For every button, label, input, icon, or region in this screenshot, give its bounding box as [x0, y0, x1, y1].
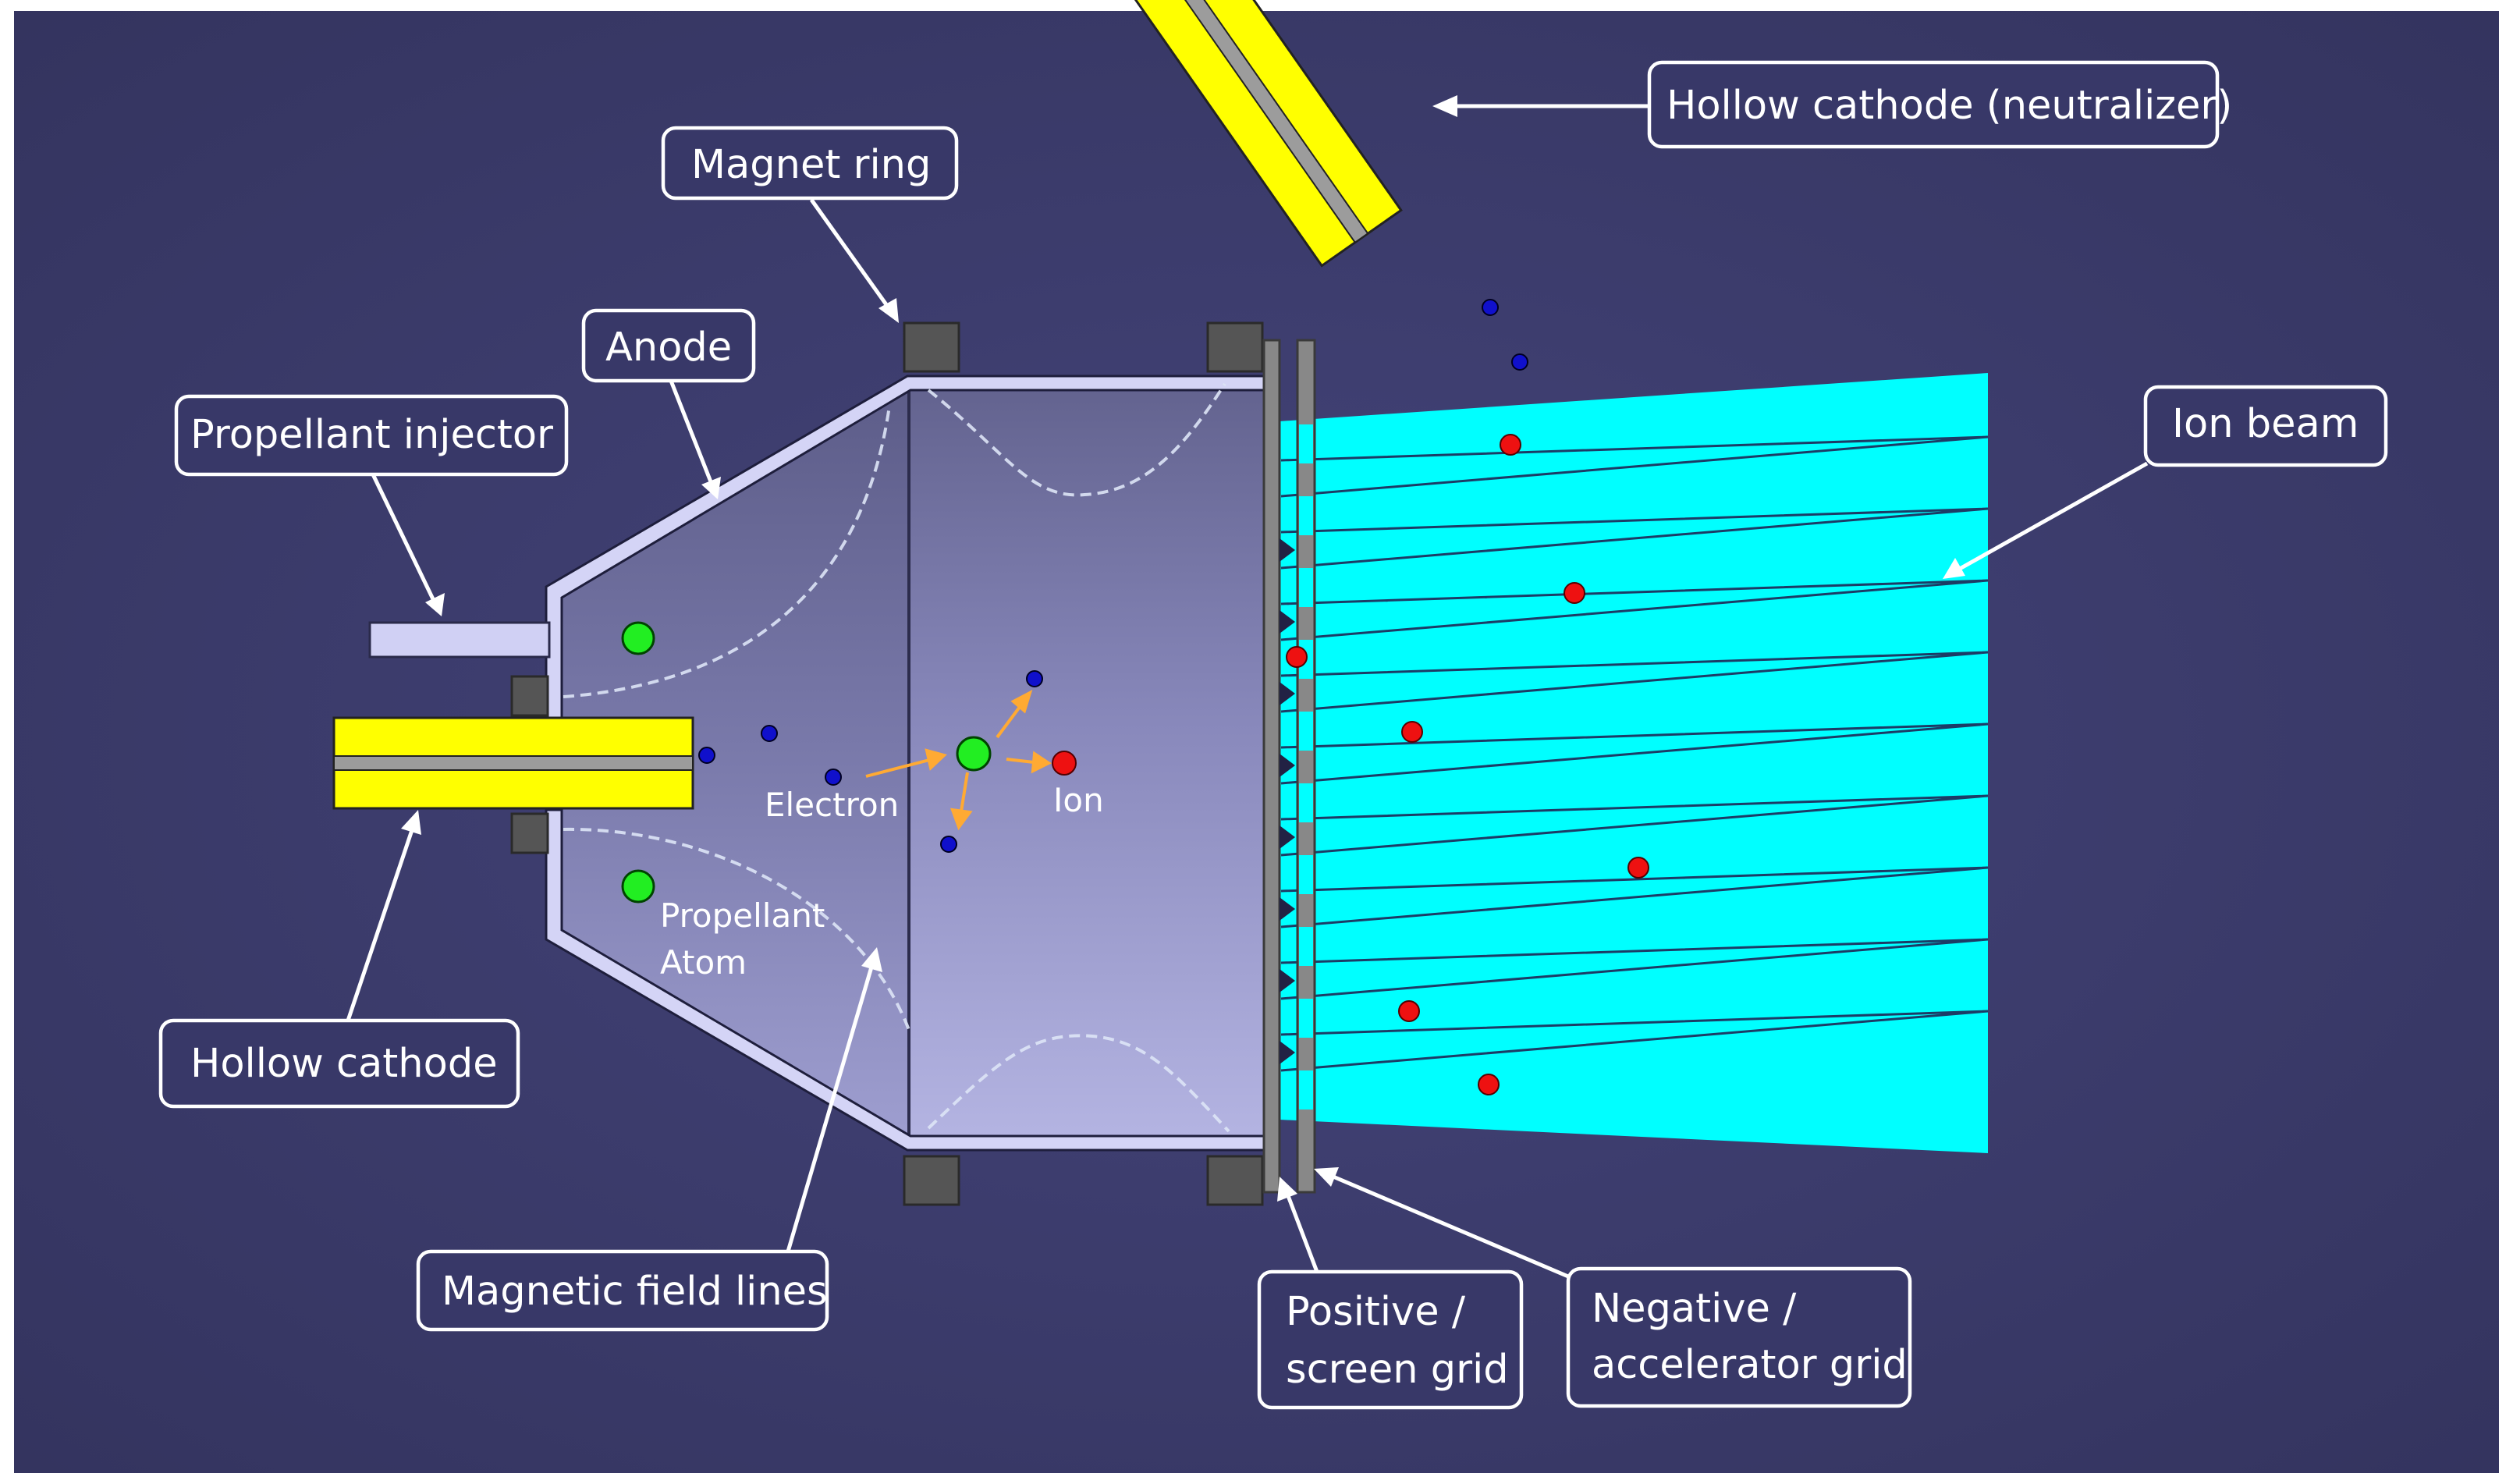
ion-particle: [1286, 646, 1308, 668]
ion-particle: [1500, 434, 1521, 456]
svg-text:Hollow cathode (neutralizer): Hollow cathode (neutralizer): [1666, 83, 2232, 129]
label-accelerator-grid: Negative / accelerator grid: [1566, 1266, 1912, 1408]
electron-particle: [940, 836, 957, 853]
magnet-block: [1206, 321, 1264, 373]
magnet-rings: [510, 321, 1264, 1206]
svg-text:Ion beam: Ion beam: [2172, 401, 2359, 447]
label-hollow-cathode: Hollow cathode: [158, 1018, 520, 1109]
accelerator-grid: [1296, 339, 1316, 1194]
ion-label: Ion: [1053, 781, 1104, 819]
leader-lines: [346, 95, 2149, 1279]
ion-particle: [1478, 1074, 1500, 1095]
ion-particle: [1398, 1000, 1420, 1022]
label-magnet-ring: Magnet ring: [661, 126, 959, 201]
electrons: [698, 299, 1528, 853]
atom-particle: [621, 621, 655, 655]
ion-particle: [1627, 857, 1649, 879]
svg-text:Magnet ring: Magnet ring: [691, 142, 931, 188]
screen-grid: [1262, 339, 1295, 1194]
electron-particle: [1482, 299, 1499, 316]
svg-text:Hollow cathode: Hollow cathode: [190, 1041, 498, 1087]
atom-particle: [956, 736, 992, 772]
propellant-atom-label-line1: Propellant: [660, 896, 825, 935]
magnet-block: [903, 321, 960, 373]
label-anode: Anode: [581, 308, 756, 383]
ion-beam: [1280, 373, 1989, 1153]
svg-text:screen grid: screen grid: [1286, 1347, 1509, 1393]
svg-text:Propellant injector: Propellant injector: [190, 412, 553, 458]
label-magnetic-field-lines: Magnetic field lines: [416, 1249, 829, 1332]
label-propellant-injector: Propellant injector: [174, 394, 569, 477]
ion-particle: [1564, 582, 1585, 604]
electron-particle: [825, 769, 842, 786]
propellant-injector-tube: [368, 621, 551, 659]
label-hollow-cathode-neutralizer: Hollow cathode (neutralizer): [1647, 60, 2232, 149]
electron-label: Electron: [765, 786, 899, 824]
magnet-block: [510, 812, 549, 854]
magnet-block: [903, 1155, 960, 1206]
svg-text:Magnetic field lines: Magnetic field lines: [442, 1269, 828, 1315]
hollow-cathode: [332, 716, 694, 810]
ion-particle: [1052, 751, 1077, 776]
ion-particle: [1401, 721, 1423, 743]
electron-particle: [698, 747, 715, 764]
electron-particle: [1026, 670, 1043, 687]
label-screen-grid: Positive / screen grid: [1257, 1269, 1524, 1410]
magnetic-field-lines: [563, 382, 1230, 1133]
label-ion-beam: Ion beam: [2143, 385, 2388, 467]
propellant-atom-label-line2: Atom: [660, 943, 747, 982]
magnet-block: [1206, 1155, 1264, 1206]
svg-text:Positive /: Positive /: [1286, 1289, 1466, 1335]
propellant-atoms: [621, 621, 992, 904]
ionization-arrows: [865, 690, 1052, 831]
svg-text:accelerator grid: accelerator grid: [1592, 1342, 1908, 1388]
svg-text:Negative /: Negative /: [1592, 1286, 1797, 1332]
magnet-block: [510, 675, 549, 717]
atom-particle: [621, 869, 655, 904]
ions: [1052, 434, 1649, 1095]
electron-particle: [1511, 353, 1528, 371]
electron-particle: [761, 725, 778, 742]
neutralizer-cathode: [1132, 0, 1403, 268]
svg-text:Anode: Anode: [605, 325, 732, 371]
